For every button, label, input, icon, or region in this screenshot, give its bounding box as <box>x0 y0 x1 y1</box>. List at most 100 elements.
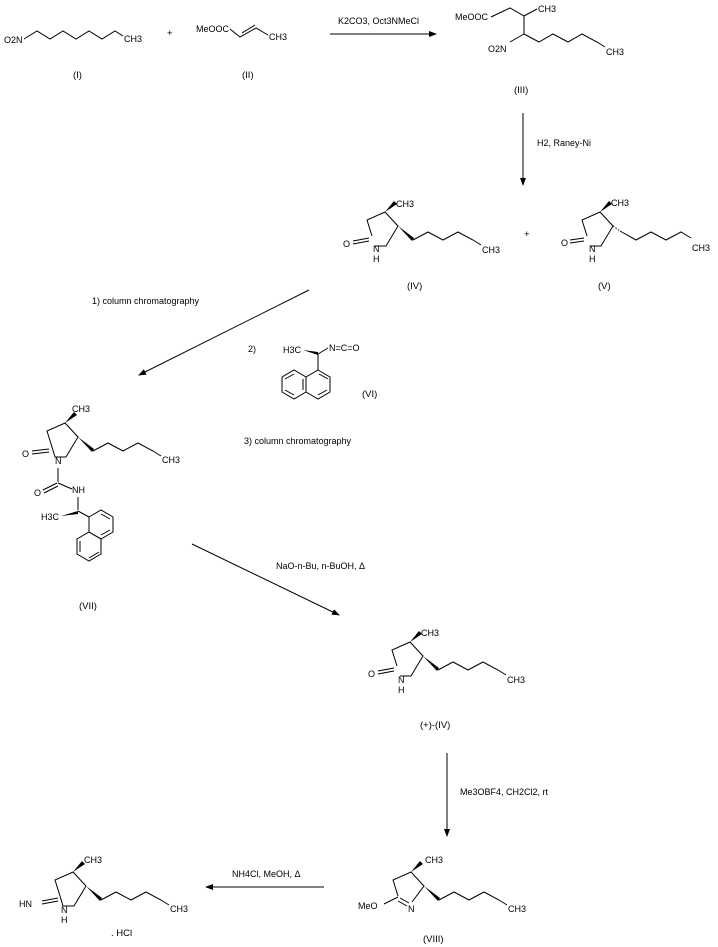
ring-hydrogen: H <box>589 254 596 264</box>
methyl-group: CH3 <box>84 855 102 865</box>
double-bond <box>241 24 256 34</box>
reagent-step-5: Me3OBF4, CH2Cl2, rt <box>460 787 549 797</box>
n-bond <box>317 347 329 355</box>
backbone <box>490 7 525 34</box>
carbonyl-bond-2 <box>31 451 50 455</box>
terminal-methyl: CH3 <box>162 455 180 465</box>
imine-bond <box>41 897 59 902</box>
nitro-group: O2N <box>4 35 23 45</box>
carbonyl-bond <box>377 667 395 672</box>
naphthalene-ring-b <box>281 369 307 400</box>
methyl-group: CH3 <box>72 404 90 414</box>
methyl-group: CH3 <box>425 855 443 865</box>
reagent-step-1: K2CO3, Oct3NMeCl <box>338 16 419 26</box>
carbonyl-bond-2 <box>352 240 370 245</box>
terminal-methyl: CH3 <box>606 47 624 57</box>
amidine-ring <box>54 871 87 907</box>
hcl-salt-label: . HCl <box>111 928 132 939</box>
chain-wedge <box>424 886 440 901</box>
ring-nitrogen: N <box>398 675 405 685</box>
methyl-bond <box>523 8 538 17</box>
arrow-step-3 <box>138 289 310 376</box>
ring-nitrogen: N <box>61 905 68 915</box>
carbonyl-oxygen: O <box>343 239 350 249</box>
methyl-wedge <box>65 412 77 423</box>
ring-b-double-1 <box>284 373 295 380</box>
compound-i: O2N CH3 (I) <box>4 30 142 81</box>
co-bond <box>383 896 399 905</box>
methyl-group: CH3 <box>611 198 629 208</box>
methyl-wedge <box>411 861 423 872</box>
imine-double <box>41 900 59 905</box>
pentyl-chain <box>619 230 692 241</box>
terminal-methyl: CH3 <box>482 245 500 255</box>
arrow-step-4 <box>191 543 340 616</box>
terminal-methyl: CH3 <box>507 675 525 685</box>
carbonyl-oxygen: O <box>368 669 375 679</box>
methyl-wedge <box>303 350 318 355</box>
compound-vi: 2) H3C N=C=O (VI) <box>248 343 377 400</box>
methyl-wedge <box>73 861 85 872</box>
lactam-ring <box>391 641 424 677</box>
chain-wedge <box>86 886 102 901</box>
cn-bond <box>399 897 410 904</box>
nitro-bond <box>509 33 525 43</box>
methyl-wedge <box>410 631 422 642</box>
reagent-step-2: H2, Raney-Ni <box>537 138 591 148</box>
nitro-group: O2N <box>488 44 507 54</box>
methyl-group: CH3 <box>421 628 439 638</box>
pentyl-chain <box>92 442 162 457</box>
label-vi: (VI) <box>362 389 377 400</box>
chain-hash <box>612 225 621 232</box>
alkyl-chain <box>23 30 124 40</box>
reagent-step-4: NaO-n-Bu, n-BuOH, Δ <box>276 561 365 571</box>
lactam-ring <box>46 422 79 458</box>
label-ii: (II) <box>242 70 254 81</box>
terminal-methyl: CH3 <box>269 32 287 42</box>
terminal-methyl: CH3 <box>508 904 526 914</box>
ring-nitrogen: N <box>408 904 415 914</box>
ester-group: MeOOC <box>455 12 489 22</box>
alkene-chain <box>229 27 269 38</box>
naphthalene-ring-b <box>76 531 102 562</box>
reagent-step-3a: 1) column chromatography <box>92 296 200 306</box>
label-v: (V) <box>598 281 611 292</box>
terminal-methyl: CH3 <box>124 34 142 44</box>
label-viii: (VIII) <box>423 934 444 945</box>
ring-hydrogen: H <box>373 254 380 264</box>
compound-iv-plus: O N H CH3 CH3 (+)-(IV) <box>368 628 525 731</box>
carbonyl-bond-2 <box>377 670 395 675</box>
carbonyl-bond <box>352 237 370 242</box>
ring-b-double-2 <box>88 551 100 559</box>
plus-sign-2: + <box>524 229 530 240</box>
ring-a-double-1 <box>318 373 329 380</box>
amide-oxygen: O <box>34 488 41 498</box>
compound-iv: O N H CH3 CH3 (IV) <box>343 199 500 292</box>
pentyl-chain <box>438 891 508 906</box>
compound-final: HN N H CH3 CH3 . HCl <box>19 855 188 939</box>
cn-double <box>397 900 408 907</box>
compound-viii: MeO N CH3 CH3 (VIII) <box>358 855 526 945</box>
pentyl-chain <box>437 661 507 676</box>
label-iv-plus: (+)-(IV) <box>420 720 450 731</box>
compound-v: O N H CH3 CH3 (V) <box>561 198 710 292</box>
methyl-group: CH3 <box>396 199 414 209</box>
carbonyl-bond-2 <box>569 240 585 244</box>
carbonyl-oxygen: O <box>22 449 29 459</box>
ring-nitrogen: N <box>55 456 62 466</box>
n-bond <box>57 482 73 490</box>
chain-wedge <box>423 656 439 671</box>
compound-iii: MeOOC CH3 O2N CH3 (III) <box>455 4 624 96</box>
naph-bond <box>77 510 90 518</box>
methyl-group-2: H3C <box>41 512 60 522</box>
compound-vii: O N CH3 CH3 O NH H3C (VII) <box>22 404 180 612</box>
label-iii: (III) <box>514 85 528 96</box>
methyl-group: H3C <box>283 345 302 355</box>
carbonyl-bond <box>569 237 585 241</box>
terminal-methyl: CH3 <box>692 243 710 253</box>
ring-b-double-2 <box>284 389 295 396</box>
methyl-wedge <box>600 201 612 212</box>
isocyanate-group: N=C=O <box>329 343 360 353</box>
amide-nh: NH <box>72 485 85 495</box>
lactam-ring <box>581 211 614 247</box>
